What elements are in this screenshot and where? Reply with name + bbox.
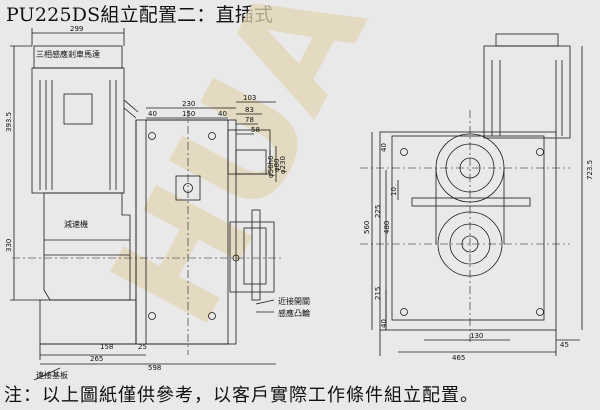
proximity-switch-label: 近接開關 (278, 296, 310, 306)
dim-phi80: φ80 (273, 158, 281, 172)
motor-body (31, 45, 139, 194)
dim-phi230: φ230 (279, 156, 287, 174)
dim-393-5: 393.5 (5, 112, 13, 132)
dim-83: 83 (245, 106, 254, 114)
dim-10: 10 (390, 187, 398, 196)
base-frame (39, 119, 275, 360)
dim-330: 330 (5, 239, 13, 252)
sensor-cam-label: 感應凸輪 (278, 308, 310, 318)
dim-45: 45 (560, 341, 569, 349)
drawing-title: PU225DS組立配置二：直插式 (6, 4, 274, 26)
motor-label: 三相感應剎車馬達 (36, 49, 100, 59)
reducer-label: 減速機 (64, 219, 88, 229)
reducer-body (43, 192, 131, 301)
dim-58: 58 (251, 126, 260, 134)
dim-40-c: 40 (380, 143, 388, 152)
dim-40-b: 40 (218, 110, 227, 118)
front-frame (379, 131, 557, 331)
front-motor (483, 33, 571, 139)
dim-40-d: 40 (380, 319, 388, 328)
dim-25: 25 (138, 343, 147, 351)
dim-265: 265 (90, 355, 103, 363)
gear-case (411, 133, 531, 277)
dim-723-5: 723.5 (586, 160, 594, 180)
footnote: 注：以上圖紙僅供參考，以客戶實際工作條件組立配置。 (4, 385, 479, 406)
base-plate-label: 連接基板 (36, 370, 68, 380)
dim-150: 150 (182, 110, 195, 118)
dim-158: 158 (100, 343, 113, 351)
dim-480: 480 (383, 221, 391, 234)
dim-40-a: 40 (148, 110, 157, 118)
dim-130: 130 (470, 332, 483, 340)
dim-225: 225 (374, 205, 382, 218)
dim-598: 598 (148, 364, 161, 372)
front-view (360, 33, 583, 356)
dim-230: 230 (182, 100, 195, 108)
dim-103: 103 (243, 94, 256, 102)
side-view (10, 28, 282, 381)
dim-465: 465 (452, 354, 465, 362)
dim-560: 560 (363, 221, 371, 234)
dim-299: 299 (70, 25, 83, 33)
side-view-text: 三相感應剎車馬達 減速機 近接開關 感應凸輪 連接基板 299 393.5 33… (5, 25, 310, 380)
dim-phi56h6: φ56h6 (267, 155, 275, 178)
dim-215: 215 (374, 287, 382, 300)
front-view-text: 723.5 560 480 225 215 10 130 465 45 40 4… (363, 143, 594, 362)
dim-78: 78 (245, 116, 254, 124)
